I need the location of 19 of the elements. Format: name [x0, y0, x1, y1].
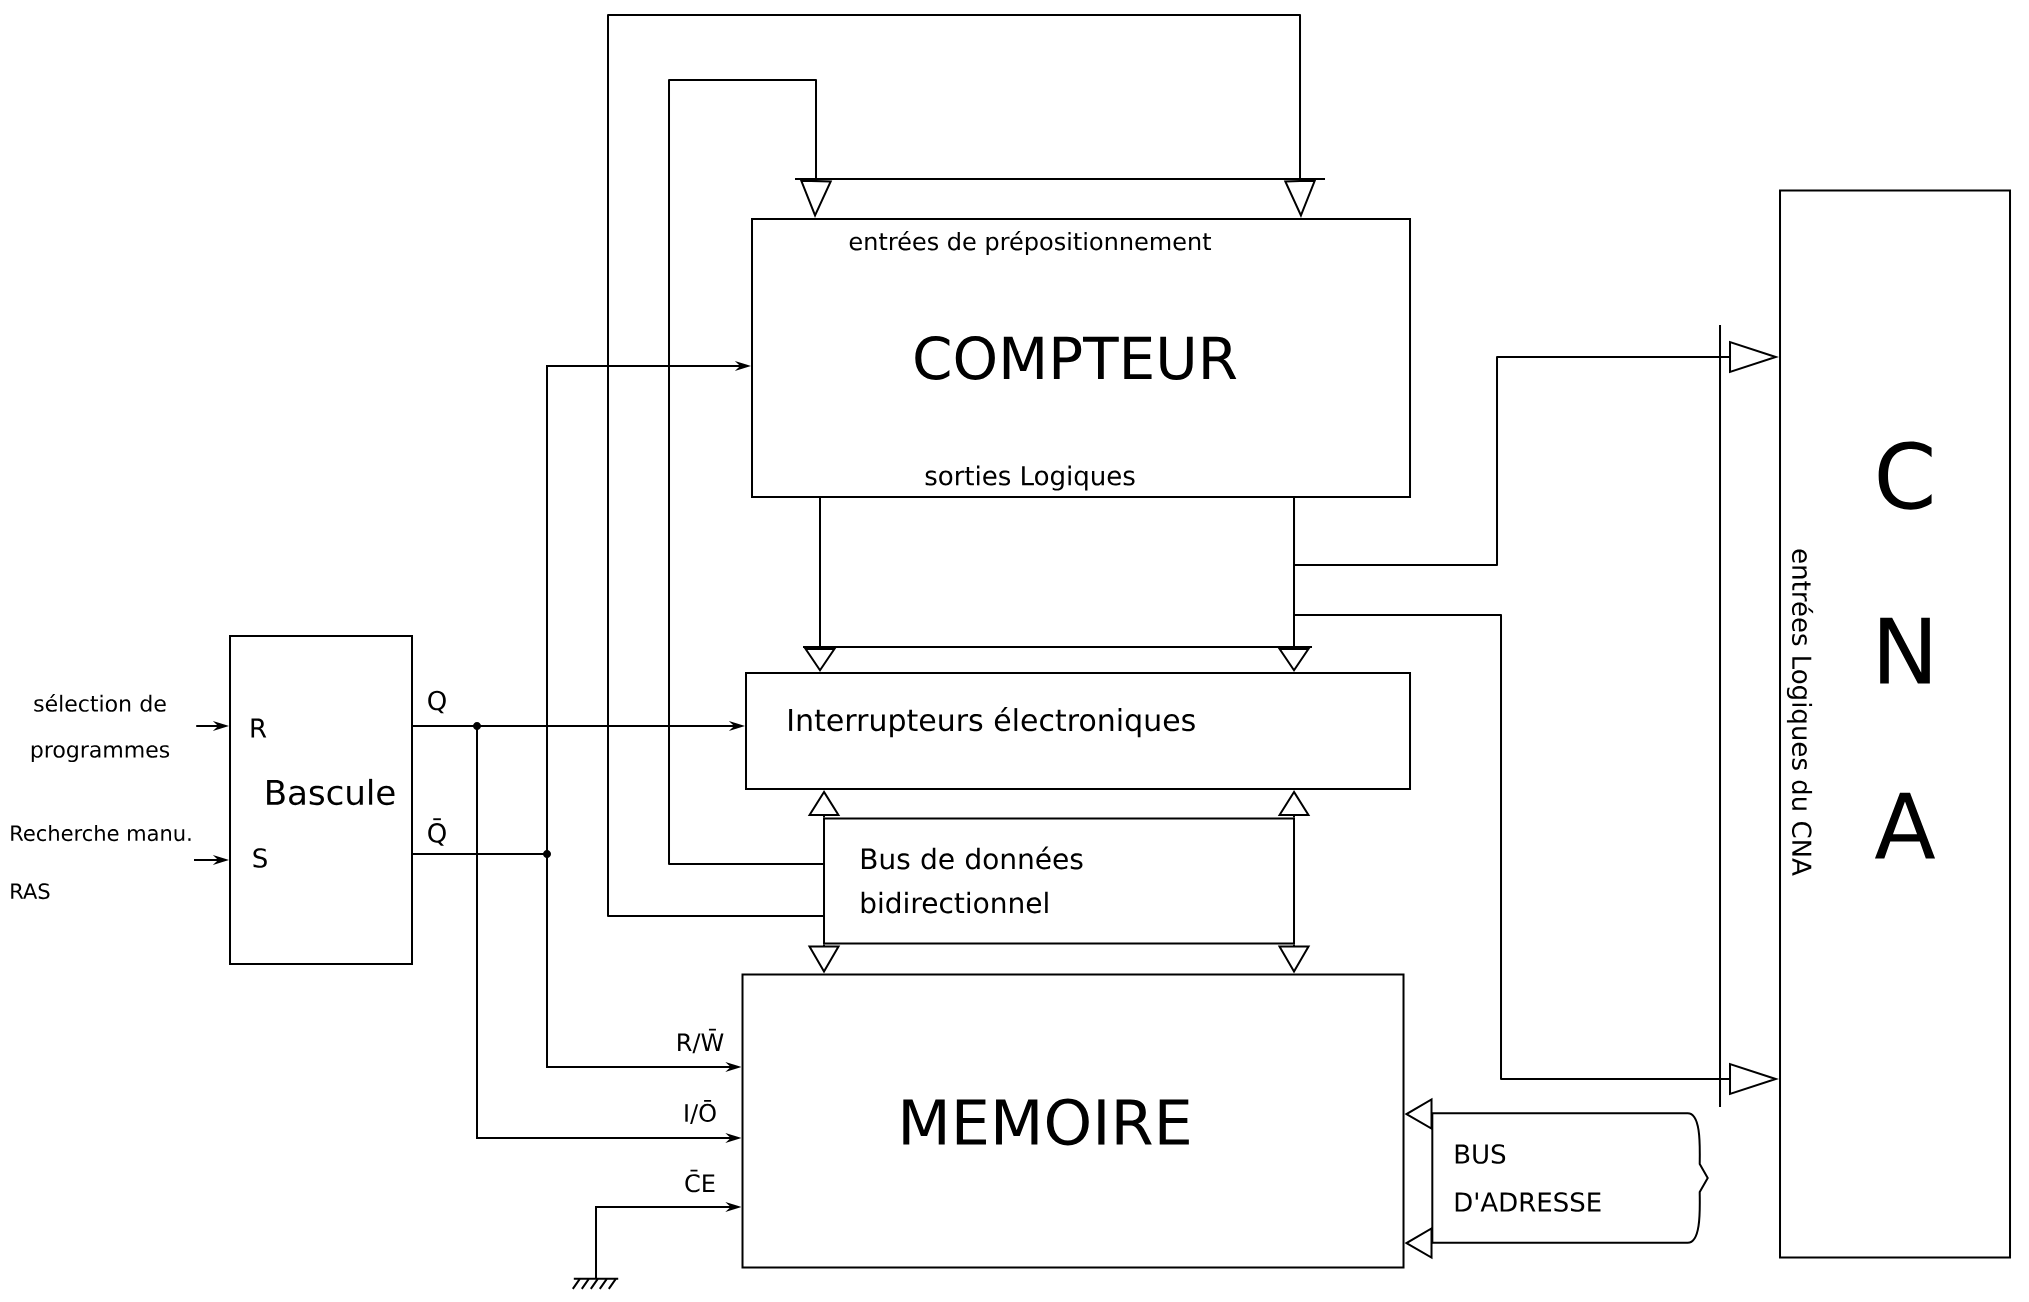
edge-label: C̄E	[683, 1168, 717, 1194]
pin-label: S	[253, 848, 267, 868]
bus-arrow	[607, 14, 1317, 917]
switch-box: Interrupteurs électroniques	[745, 672, 1411, 790]
edge-label: I/Ō	[682, 1099, 719, 1125]
input-label: sélection de programmes	[31, 693, 170, 763]
pin-label: Q	[428, 690, 446, 714]
ground-symbol	[571, 1277, 620, 1290]
edge-label: R/W̄	[674, 1027, 726, 1055]
port-label: sorties Logiques	[925, 465, 1135, 491]
pin-label: Q̄	[428, 818, 446, 846]
bus-box: Bus de données bidirectionnel	[823, 817, 1295, 945]
port-label: entrées de prépositionnement	[849, 230, 1211, 256]
pin-label: R	[251, 718, 267, 738]
port-label: entrées Logiques du CNA	[1786, 549, 1814, 876]
address-bus-box: BUS D'ADRESSE	[1431, 1112, 1709, 1244]
bus-arrow	[668, 79, 833, 865]
memory-box: MEMOIRE	[741, 973, 1405, 1269]
input-label: Recherche manu. RAS	[11, 824, 191, 900]
